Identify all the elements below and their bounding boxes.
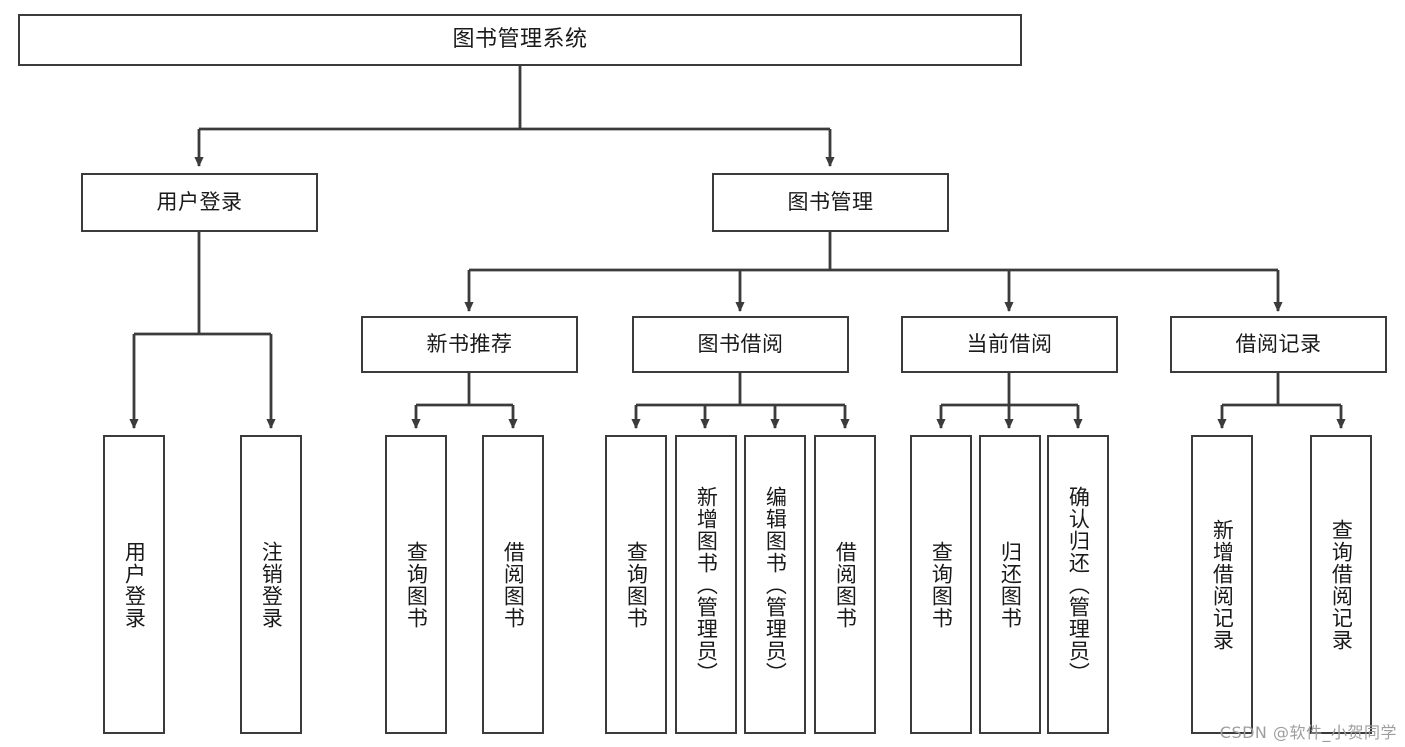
node-user-login[interactable]: 用户登录 <box>81 173 318 232</box>
node-label: 当前借阅 <box>966 331 1053 356</box>
leaf-confirm-return-admin[interactable]: 确认归还（管理员） <box>1047 435 1109 734</box>
leaf-edit-book-admin[interactable]: 编辑图书（管理员） <box>744 435 806 734</box>
watermark-text: CSDN @软件_小贺同学 <box>1219 723 1397 742</box>
node-label: 编辑图书（管理员） <box>763 485 788 684</box>
node-label: 查询图书 <box>929 540 954 629</box>
node-label: 图书管理 <box>787 189 874 214</box>
leaf-query-book-current[interactable]: 查询图书 <box>910 435 972 734</box>
node-current-borrow[interactable]: 当前借阅 <box>901 316 1118 373</box>
node-root-system[interactable]: 图书管理系统 <box>18 14 1022 66</box>
node-label: 图书管理系统 <box>452 26 588 52</box>
node-new-book-recommend[interactable]: 新书推荐 <box>361 316 578 373</box>
node-book-borrow[interactable]: 图书借阅 <box>632 316 849 373</box>
node-label: 借阅图书 <box>833 540 858 629</box>
leaf-add-borrow-record[interactable]: 新增借阅记录 <box>1191 435 1253 734</box>
leaf-query-book-recommend[interactable]: 查询图书 <box>385 435 447 734</box>
node-label: 用户登录 <box>122 540 147 629</box>
node-label: 注销登录 <box>259 540 284 629</box>
leaf-borrow-book[interactable]: 借阅图书 <box>814 435 876 734</box>
node-label: 查询图书 <box>624 540 649 629</box>
node-book-management[interactable]: 图书管理 <box>712 173 949 232</box>
leaf-user-login[interactable]: 用户登录 <box>103 435 165 734</box>
leaf-add-book-admin[interactable]: 新增图书（管理员） <box>675 435 737 734</box>
node-label: 用户登录 <box>156 189 243 214</box>
leaf-query-borrow-record[interactable]: 查询借阅记录 <box>1310 435 1372 734</box>
leaf-return-book[interactable]: 归还图书 <box>979 435 1041 734</box>
leaf-query-book-borrow[interactable]: 查询图书 <box>605 435 667 734</box>
node-label: 归还图书 <box>998 540 1023 629</box>
node-label: 确认归还（管理员） <box>1066 485 1091 684</box>
node-label: 借阅图书 <box>501 540 526 629</box>
leaf-borrow-book-recommend[interactable]: 借阅图书 <box>482 435 544 734</box>
node-label: 查询图书 <box>404 540 429 629</box>
node-borrow-record[interactable]: 借阅记录 <box>1170 316 1387 373</box>
node-label: 查询借阅记录 <box>1329 518 1354 651</box>
node-label: 借阅记录 <box>1235 331 1322 356</box>
node-label: 新增借阅记录 <box>1210 518 1235 651</box>
node-label: 图书借阅 <box>697 331 784 356</box>
node-label: 新书推荐 <box>426 331 513 356</box>
node-label: 新增图书（管理员） <box>694 485 719 684</box>
leaf-logout-login[interactable]: 注销登录 <box>240 435 302 734</box>
